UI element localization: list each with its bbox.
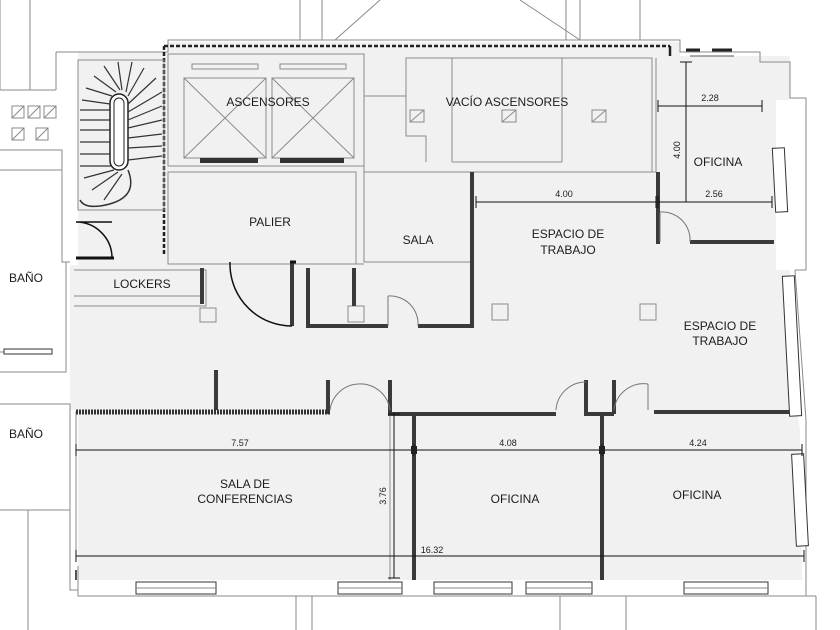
label-espacio-trabajo-1b: TRABAJO: [540, 243, 595, 257]
label-sala-conferencias-1: SALA DE: [220, 477, 270, 491]
dim-conferencias-depth: 3.76: [378, 487, 388, 505]
staircase: [77, 59, 165, 211]
label-oficina-bottom-right: OFICINA: [673, 488, 722, 502]
label-espacio-trabajo-1a: ESPACIO DE: [532, 227, 604, 241]
label-bano-bottom: BAÑO: [9, 427, 43, 441]
label-sala-conferencias-2: CONFERENCIAS: [197, 492, 292, 506]
label-bano-top: BAÑO: [9, 271, 43, 285]
dim-total-width: 16.32: [421, 545, 444, 555]
doors: [75, 211, 691, 411]
label-ascensores: ASCENSORES: [226, 95, 309, 109]
dimension-lines: [75, 61, 805, 579]
label-espacio-trabajo-2b: TRABAJO: [692, 334, 747, 348]
dim-espacio-trabajo-width: 4.00: [555, 189, 573, 199]
window-tiles: [11, 105, 57, 141]
label-sala: SALA: [403, 233, 434, 247]
label-oficina-top-right: OFICINA: [694, 155, 743, 169]
outer-walls: [0, 0, 817, 630]
dim-oficina-width-top: 2.28: [701, 93, 719, 103]
room-labels: ASCENSORES VACÍO ASCENSORES OFICINA PALI…: [9, 94, 756, 506]
label-espacio-trabajo-2a: ESPACIO DE: [684, 319, 756, 333]
label-palier: PALIER: [249, 215, 291, 229]
label-oficina-bottom-center: OFICINA: [491, 492, 540, 506]
windows: [135, 147, 809, 595]
label-vacio-ascensores: VACÍO ASCENSORES: [446, 94, 568, 109]
label-lockers: LOCKERS: [113, 277, 170, 291]
dim-oficina-width-bottom: 2.56: [705, 189, 723, 199]
dim-conferencias-width: 7.57: [231, 438, 249, 448]
room-fills: [70, 42, 802, 580]
interior-dark-walls: [75, 172, 794, 580]
dim-oficina-height: 4.00: [672, 141, 682, 159]
dim-oficina-center-width: 4.08: [499, 438, 517, 448]
dimension-labels: 2.28 4.00 2.56 4.00 7.57 4.08 4.24 3.76 …: [231, 93, 723, 555]
dim-oficina-right-width: 4.24: [689, 438, 707, 448]
